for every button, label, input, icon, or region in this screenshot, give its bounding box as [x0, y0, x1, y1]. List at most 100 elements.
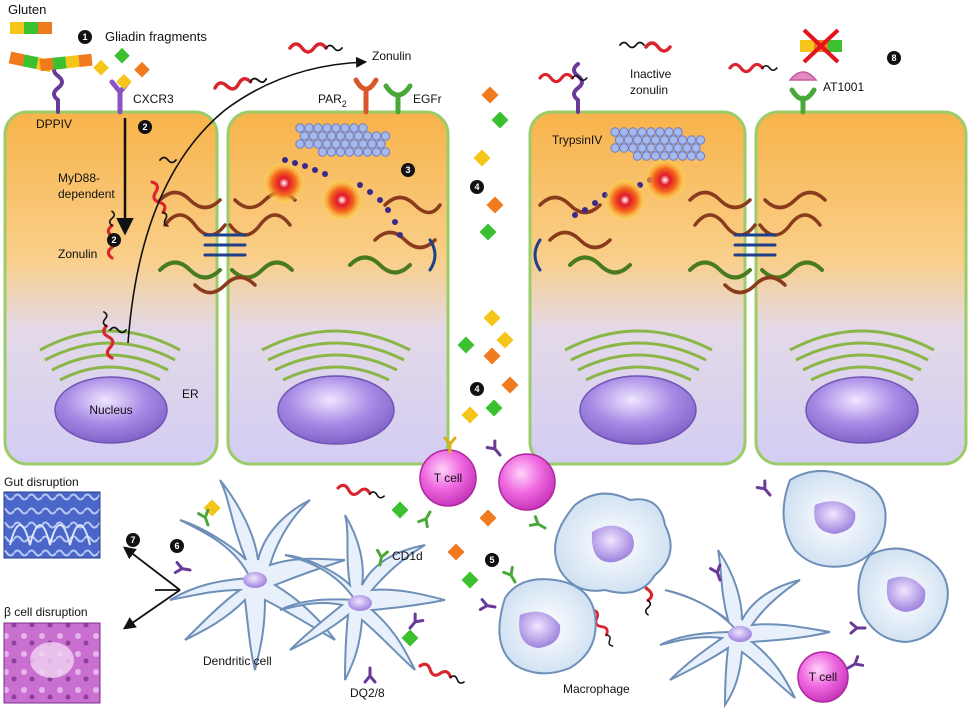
tight-junction-3: [533, 195, 632, 275]
actin-bead: [628, 143, 638, 153]
glow-spot: [322, 180, 362, 220]
step-number: 4: [474, 384, 479, 394]
actin-bead: [646, 127, 656, 137]
y-receptor: [376, 548, 389, 567]
actin-bead: [695, 135, 706, 145]
label-tcell-b: T cell: [809, 670, 837, 684]
actin-bead: [686, 135, 697, 145]
actin-bead: [668, 135, 679, 145]
actin-bead: [322, 123, 332, 133]
y-receptor: [478, 598, 497, 611]
y-receptor: [417, 510, 432, 529]
y-receptor: [502, 565, 517, 584]
glow-spot: [605, 180, 645, 220]
actin-bead: [641, 151, 652, 161]
dendritic-cell-3: [659, 549, 831, 709]
y-receptor: [173, 561, 192, 574]
epithelial-cells: [3, 110, 968, 466]
label-dppiv: DPPIV: [36, 117, 72, 131]
gliadin-diamond: [461, 571, 479, 589]
receptors: [52, 62, 818, 115]
label-egfr: EGFr: [413, 92, 442, 106]
inactive-zonulin: [619, 41, 672, 53]
actin-bead: [313, 139, 323, 149]
macrophage-4: [857, 547, 949, 644]
actin-bead: [632, 135, 643, 145]
actin-bead: [682, 143, 692, 153]
gliadin-diamond: [479, 223, 497, 241]
actin-bead: [637, 127, 647, 137]
t-cell-1: [419, 449, 477, 507]
gliadin-diamond: [447, 543, 465, 561]
er-cell-2: [261, 329, 411, 382]
actin-bead: [331, 139, 341, 149]
gliadin-diamond: [501, 376, 519, 394]
label-er: ER: [182, 387, 199, 401]
er-cell-3: [564, 329, 713, 382]
y-receptor: [528, 515, 547, 530]
t-cell-2: [498, 453, 556, 511]
glow-spot: [264, 163, 304, 203]
label-myd88-line1: MyD88-: [58, 171, 100, 185]
gliadin-diamond: [486, 196, 504, 214]
gliadin-diamond: [496, 331, 514, 349]
label-dq: DQ2/8: [350, 686, 385, 700]
immune-receptors: [173, 436, 867, 684]
step-number: 6: [174, 541, 179, 551]
label-tcell-a: T cell: [434, 471, 462, 485]
actin-bead: [313, 123, 323, 133]
trypsin-receptor: [572, 62, 584, 114]
step-number: 7: [130, 535, 135, 545]
gliadin-diamond: [483, 347, 501, 365]
step-number: 3: [405, 165, 410, 175]
epithelial-cell-4: [754, 110, 968, 466]
label-inactive-line2: zonulin: [630, 83, 668, 97]
actin-bead: [677, 151, 688, 161]
text-labels: Gluten Gliadin fragments DPPIV CXCR3 MyD…: [4, 2, 864, 700]
signal-arrows: [116, 56, 368, 630]
actin-bead: [664, 127, 674, 137]
glow-spots: [264, 160, 685, 220]
step-badge: 3: [401, 163, 415, 177]
er-cell-4: [789, 329, 935, 382]
label-macrophage: Macrophage: [563, 682, 630, 696]
step-number: 1: [82, 32, 87, 42]
gluten-chain-top: [10, 22, 52, 34]
actin-bead: [655, 143, 665, 153]
actin-bead: [322, 139, 332, 149]
actin-bead: [650, 151, 661, 161]
gluten-fragments: [8, 22, 842, 90]
actin-bead: [619, 127, 629, 137]
actin-bead: [628, 127, 638, 137]
label-at1001: AT1001: [823, 80, 864, 94]
nucleus-cell-1: [54, 376, 168, 444]
histology-panels: [3, 491, 101, 704]
actin-bead: [637, 143, 647, 153]
actin-bead: [326, 131, 337, 141]
step-number: 2: [142, 122, 147, 132]
actin-bead: [308, 131, 319, 141]
paracellular-gliadin: [203, 86, 519, 647]
step-badge: 6: [170, 539, 184, 553]
actin-networks: [295, 123, 706, 161]
actin-bead: [358, 123, 368, 133]
actin-bead: [668, 151, 679, 161]
step-badge: 5: [485, 553, 499, 567]
gliadin-diamond: [401, 629, 419, 647]
step-badge: 7: [126, 533, 140, 547]
at1001-receptor: [788, 71, 818, 115]
step-badge: 2: [107, 233, 121, 247]
tight-junction-4: [688, 190, 827, 295]
nucleus-cell-3: [579, 375, 697, 445]
label-inactive-line1: Inactive: [630, 67, 672, 81]
actin-bead: [367, 139, 377, 149]
t-cell-3: [797, 651, 849, 703]
actin-bead: [371, 131, 382, 141]
step-badge: 2: [138, 120, 152, 134]
actin-chain-cell-2: [282, 157, 403, 238]
actin-bead: [299, 131, 310, 141]
block-cross-icon: [802, 28, 840, 64]
zonulin: [102, 311, 115, 360]
